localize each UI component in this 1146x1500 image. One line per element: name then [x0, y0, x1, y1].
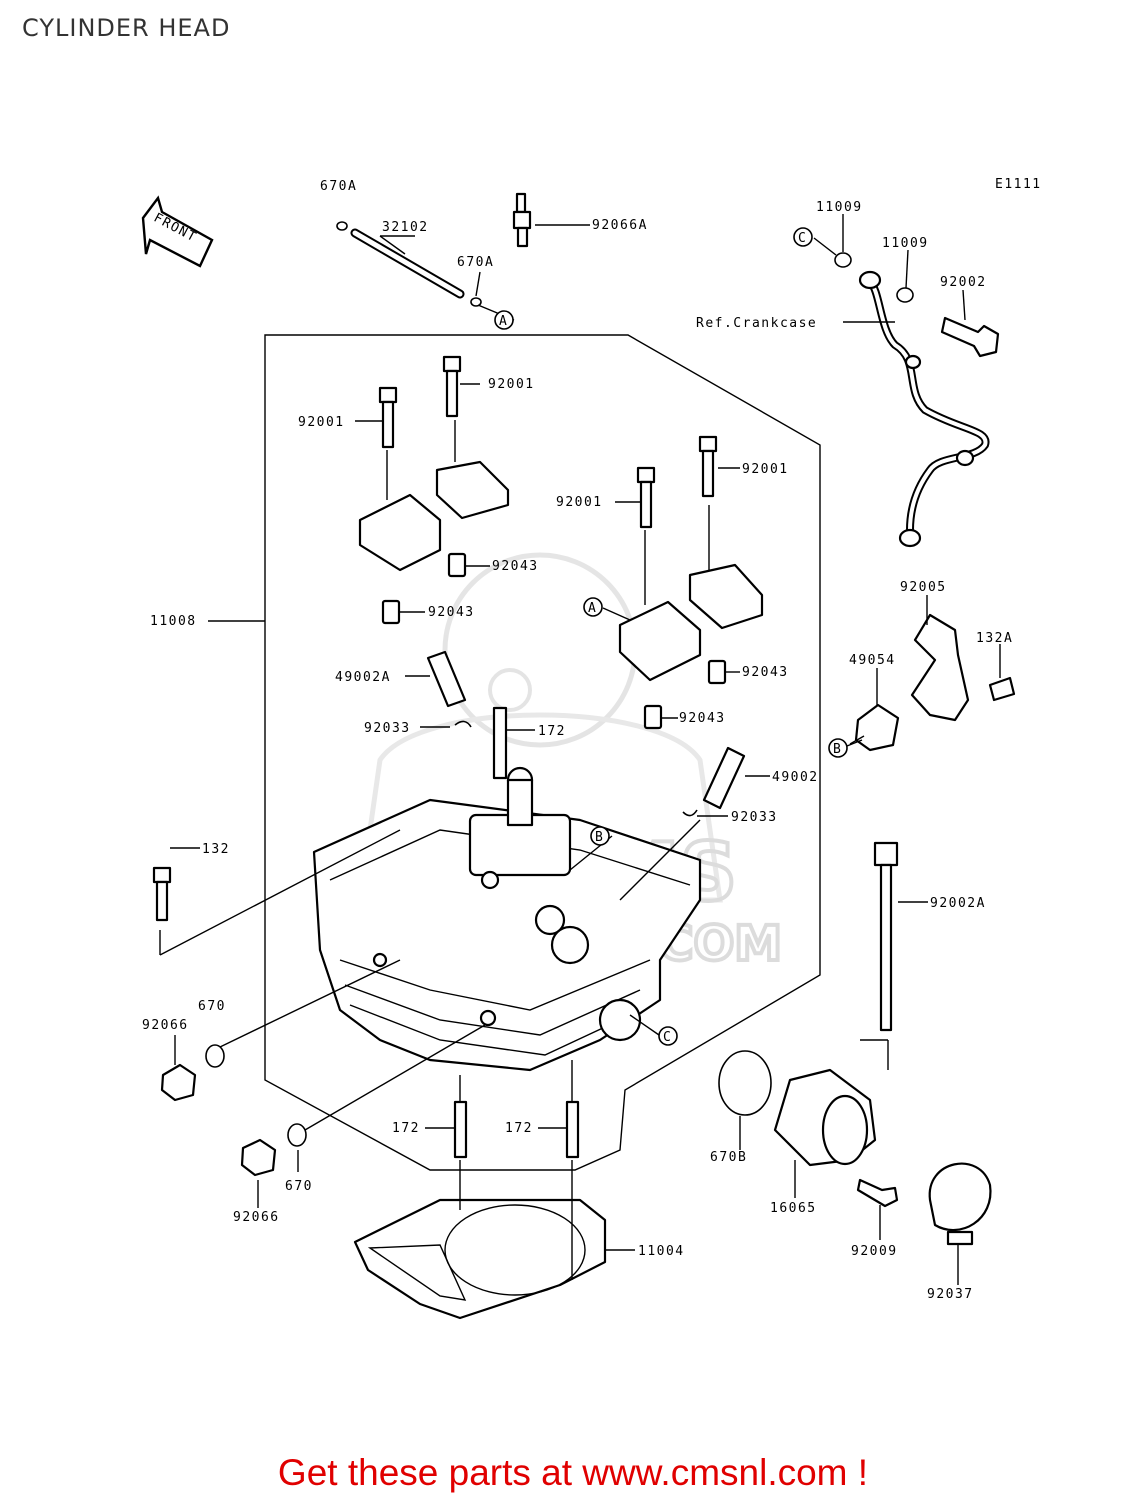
label-49002: 49002: [772, 770, 819, 785]
label-92009: 92009: [851, 1244, 898, 1259]
page-title: CYLINDER HEAD: [22, 14, 231, 42]
reference-markers: A A B B C C: [494, 227, 848, 1046]
label-92001-c: 92001: [556, 495, 603, 510]
marker-b-cap: B: [833, 742, 842, 757]
label-92033-a: 92033: [364, 721, 411, 736]
leader-lines: [159, 214, 1001, 1285]
label-132: 132: [202, 842, 230, 857]
temp-sensor: [512, 192, 532, 248]
label-16065: 16065: [770, 1201, 817, 1216]
label-670A-top: 670A: [320, 179, 357, 194]
label-92043-c: 92043: [742, 665, 789, 680]
label-11009-b: 11009: [882, 236, 929, 251]
label-92005: 92005: [900, 580, 947, 595]
label-670-b: 670: [285, 1179, 313, 1194]
label-92002: 92002: [940, 275, 987, 290]
label-92043-a: 92043: [492, 559, 539, 574]
water-fitting: [854, 613, 1016, 752]
front-arrow-icon: FRONT: [141, 195, 214, 268]
camshaft-caps: [358, 460, 764, 682]
oil-line: [834, 252, 1000, 548]
marker-b-head: B: [595, 830, 604, 845]
studs: [453, 706, 580, 1159]
oil-pipe: [336, 221, 482, 307]
label-670-a: 670: [198, 999, 226, 1014]
label-32102: 32102: [382, 220, 429, 235]
diagram-code: E1111: [995, 177, 1042, 192]
label-670A: 670A: [457, 255, 494, 270]
marker-c-top: C: [798, 231, 807, 246]
label-49054: 49054: [849, 653, 896, 668]
label-92001-b: 92001: [298, 415, 345, 430]
dowel-pins: [381, 552, 727, 730]
clip-92033-a: [454, 720, 472, 728]
label-92066-a: 92066: [142, 1018, 189, 1033]
label-11008: 11008: [150, 614, 197, 629]
part-labels: 670A 32102 92066A 670A 11009 11009 92002…: [142, 179, 1013, 1302]
label-92043-d: 92043: [679, 711, 726, 726]
label-172-c: 172: [505, 1121, 533, 1136]
label-92043-b: 92043: [428, 605, 475, 620]
label-92066-b: 92066: [233, 1210, 280, 1225]
label-11004: 11004: [638, 1244, 685, 1259]
label-172-b: 172: [392, 1121, 420, 1136]
footer-promo: Get these parts at www.cmsnl.com !: [277, 1452, 869, 1493]
intake-joint: [718, 1050, 992, 1246]
label-132A: 132A: [976, 631, 1013, 646]
label-92037: 92037: [927, 1287, 974, 1302]
label-92001-d: 92001: [742, 462, 789, 477]
head-gasket: [353, 1198, 607, 1320]
plugs: [160, 1044, 307, 1177]
bolt-132: [152, 866, 172, 922]
marker-a-mid: A: [588, 601, 597, 616]
label-92002A: 92002A: [930, 896, 986, 911]
label-172-a: 172: [538, 724, 566, 739]
cylinder-head: [312, 766, 702, 1072]
bolt-92001: [378, 355, 718, 529]
guide-pins: [426, 650, 746, 810]
label-11009-a: 11009: [816, 200, 863, 215]
label-92066A: 92066A: [592, 218, 648, 233]
bolt-92002A: [873, 841, 899, 1032]
marker-a-top: A: [499, 314, 508, 329]
label-ref-crankcase: Ref.Crankcase: [696, 316, 817, 331]
marker-c-head: C: [663, 1030, 672, 1045]
label-49002A: 49002A: [335, 670, 391, 685]
label-670B: 670B: [710, 1150, 747, 1165]
assembly-outline: [264, 334, 821, 1171]
label-92001-a: 92001: [488, 377, 535, 392]
label-92033-b: 92033: [731, 810, 778, 825]
clip-92033-b: [682, 809, 698, 817]
